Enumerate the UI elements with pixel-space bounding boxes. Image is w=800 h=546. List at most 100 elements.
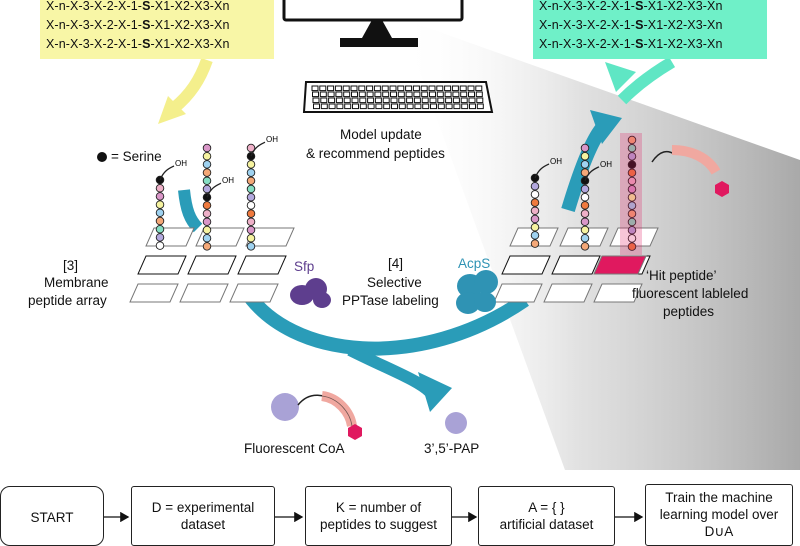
keyboard-key [412,85,420,92]
peptide-bead [627,152,637,161]
keyboard-key [397,85,405,92]
keyboard-key [320,97,328,104]
peptide-bead [155,233,165,242]
peptide-bead [155,183,165,193]
keyboard-key [320,103,328,110]
peptide-bead [627,234,637,243]
peptide-bead [580,201,590,210]
keyboard-key [436,91,444,98]
keyboard-key [351,97,359,104]
array-spot [501,255,551,275]
peptide-bead [246,242,256,251]
keyboard-key [367,103,375,110]
keyboard-key [374,91,382,98]
peptide-bead [627,135,637,145]
flow-train-model: Train the machine learning model over D∪… [645,484,793,546]
keyboard-key [475,91,483,98]
flow-start-text: START [30,510,74,525]
array-spot [543,283,593,303]
peptide-bead [155,224,165,234]
keyboard-key [430,103,437,110]
keyboard-key [445,103,453,110]
sequence-line: X-n-X-3-X-2-X-1-S-X1-X2-X3-Xn [46,18,230,32]
blue-arc [239,286,529,356]
keyboard-key [366,85,374,92]
keyboard-key [344,103,352,110]
peptide-bead [246,209,256,218]
acps-enzyme-icon [456,270,498,314]
flow-d-line2: dataset [180,517,226,532]
peptide-bead [627,168,637,178]
keyboard-key [358,85,366,92]
peptide-bead [580,192,590,202]
fluorescent-coa-icon [271,391,362,440]
keyboard-key [460,91,468,98]
keyboard-icon [302,81,494,113]
peptide-bead [246,201,256,210]
flow-artificial-dataset: A = { } artificial dataset [478,486,615,546]
yellow-arrow [170,57,213,113]
keyboard-key [359,97,367,104]
peptide-bead [202,242,212,251]
peptide-bead [530,239,540,248]
keyboard-key [382,91,390,98]
keyboard-key [351,91,358,98]
array-spot [593,283,643,303]
keyboard-key [311,85,319,92]
hit-label-line1: ‘Hit peptide’ [646,268,717,283]
peptide-bead [202,233,212,243]
peptide-bead [627,160,637,169]
peptide-bead [580,143,590,153]
keyboard-key [398,103,406,110]
peptide-bead [246,160,256,169]
peptide-bead [627,176,637,186]
peptide-bead [530,181,540,191]
flow-a-line1: A = { } [528,500,565,515]
keyboard-key [476,103,484,110]
oh-label: OH [600,160,612,169]
keyboard-key [469,103,476,110]
step4-number: [4] [388,256,404,271]
array-spot [179,283,229,303]
peptide-bead [530,214,540,224]
keyboard-key [414,103,422,110]
keyboard-key [475,85,483,92]
keyboard-key [328,97,336,104]
peptide-bead [202,176,212,186]
keyboard-key [437,97,445,104]
keyboard-key [327,91,335,98]
keyboard-key [428,85,436,92]
flow-t-line2: learning model over [659,507,779,522]
keyboard-key [413,97,421,104]
keyboard-key [451,85,459,92]
keyboard-key [436,85,444,92]
keyboard-key [390,97,398,104]
peptide-bead [202,217,212,227]
keyboard-key [406,103,414,110]
array-spot [237,255,287,275]
peptide-bead [246,233,256,243]
peptide-bead [246,217,256,227]
array-spot [137,255,187,275]
peptide-bead [627,143,637,153]
keyboard-key [375,103,383,110]
keyboard-key [373,85,381,92]
array-spot [187,255,237,275]
peptide-bead [580,242,590,251]
peptide-bead [580,151,590,161]
keyboard-key [429,97,437,104]
keyboard-key [366,91,374,98]
step3-label-line1: Membrane [44,275,109,290]
sequence-line: X-n-X-3-X-2-X-1-S-X1-X2-X3-Xn [539,18,723,32]
sfp-label: Sfp [294,259,315,274]
keyboard-key [452,97,460,104]
oh-label: OH [222,176,234,185]
peptide-bead [530,198,540,207]
flow-start: START [0,486,104,546]
keyboard-key [453,103,461,110]
cyan-arrow [617,56,676,105]
peptide-bead [580,184,590,194]
peptide-bead [246,168,256,177]
